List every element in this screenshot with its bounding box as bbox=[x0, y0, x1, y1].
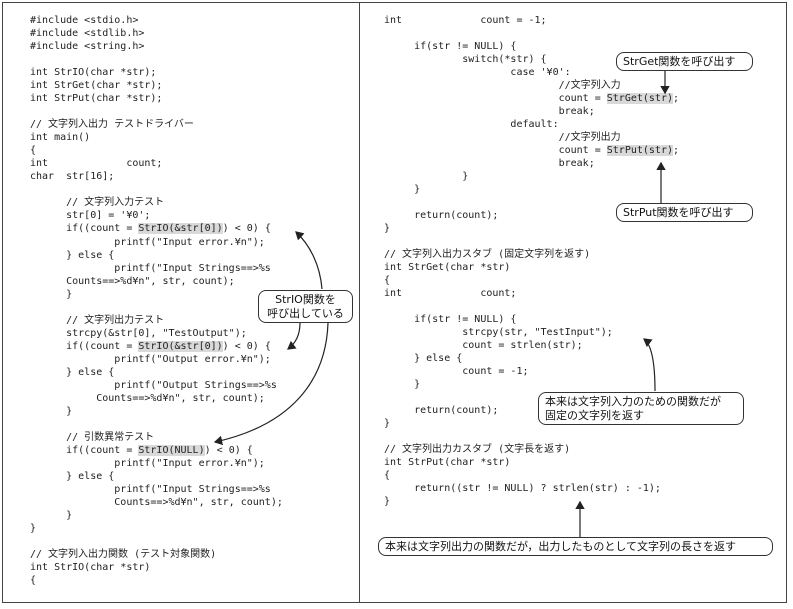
code-line: int StrGet(char *str) bbox=[384, 262, 511, 273]
code-line: int main() bbox=[30, 132, 91, 144]
callout-strput-call: StrPut関数を呼び出す bbox=[616, 203, 753, 222]
code-line: } else { bbox=[30, 366, 115, 378]
code-line: int count = -1; bbox=[384, 15, 547, 26]
code-line: Counts==>%d¥n", str, count); bbox=[30, 392, 265, 404]
code-line: if((count = StrIO(&str[0])) < 0) { bbox=[30, 340, 271, 352]
code-line: } else { bbox=[384, 353, 463, 364]
code-line: } bbox=[30, 288, 73, 300]
code-line: strcpy(&str[0], "TestOutput"); bbox=[30, 327, 247, 339]
code-line: case '¥0': bbox=[384, 67, 571, 78]
code-line: } bbox=[384, 496, 391, 507]
code-line: printf("Input error.¥n"); bbox=[30, 458, 265, 470]
code-line: #include <string.h> bbox=[30, 41, 145, 53]
code-line: int StrIO(char *str); bbox=[30, 67, 157, 79]
code-line: printf("Output Strings==>%s bbox=[30, 379, 277, 391]
figure-frame bbox=[2, 2, 787, 603]
callout-strget-note: 本来は文字列入力のための関数だが 固定の文字列を返す bbox=[538, 392, 744, 425]
code-line: //文字列出力 bbox=[384, 132, 621, 143]
callout-strget-call: StrGet関数を呼び出す bbox=[616, 52, 753, 71]
code-line: // 文字列入力テスト bbox=[30, 197, 165, 209]
code-line: default: bbox=[384, 119, 559, 130]
code-line: return(count); bbox=[384, 405, 499, 416]
code-line: #include <stdlib.h> bbox=[30, 28, 145, 40]
code-line: if((count = StrIO(NULL)) < 0) { bbox=[30, 444, 253, 456]
code-line: // 文字列入出力スタブ (固定文字列を返す) bbox=[384, 249, 591, 260]
code-line: int StrGet(char *str); bbox=[30, 80, 163, 92]
code-line: { bbox=[30, 575, 37, 587]
code-line: } bbox=[384, 418, 391, 429]
callout-strput-note: 本来は文字列出力の関数だが，出力したものとして文字列の長さを返す bbox=[378, 537, 773, 556]
arrow-strio-call-3 bbox=[213, 322, 329, 446]
code-line: count = StrGet(str); bbox=[384, 93, 680, 104]
code-line: { bbox=[384, 470, 391, 481]
code-line: count = -1; bbox=[384, 366, 529, 377]
arrow-strio-call-2 bbox=[287, 322, 301, 350]
code-line: str[0] = '¥0'; bbox=[30, 210, 151, 222]
code-line: } bbox=[30, 405, 73, 417]
code-line: int count; bbox=[384, 288, 517, 299]
code-line: printf("Input Strings==>%s bbox=[30, 262, 271, 274]
highlighted-call: StrIO(&str[0]) bbox=[138, 223, 223, 235]
code-line: printf("Input error.¥n"); bbox=[30, 236, 265, 248]
code-line: count = strlen(str); bbox=[384, 340, 583, 351]
code-line: #include <stdio.h> bbox=[30, 15, 139, 26]
code-line: if((count = StrIO(&str[0])) < 0) { bbox=[30, 223, 271, 235]
code-line: //文字列入力 bbox=[384, 80, 621, 91]
code-line: int StrPut(char *str) bbox=[384, 457, 511, 468]
code-line: int StrPut(char *str); bbox=[30, 93, 163, 105]
callout-strio-calling: StrIO関数を 呼び出している bbox=[258, 290, 353, 323]
code-line: } bbox=[30, 523, 37, 535]
code-line: { bbox=[30, 145, 37, 157]
code-line: return((str != NULL) ? strlen(str) : -1)… bbox=[384, 483, 661, 494]
code-line: // 文字列出力テスト bbox=[30, 314, 165, 326]
highlighted-call: StrIO(NULL) bbox=[138, 444, 205, 456]
code-line: int StrIO(char *str) bbox=[30, 562, 151, 574]
code-line: // 文字列入出力関数 (テスト対象関数) bbox=[30, 549, 217, 561]
code-line: Counts==>%d¥n", str, count); bbox=[30, 497, 283, 509]
code-line: if(str != NULL) { bbox=[384, 314, 517, 325]
code-line: int count; bbox=[30, 158, 163, 170]
code-line: } bbox=[384, 223, 391, 234]
code-line: } bbox=[384, 171, 469, 182]
code-line: // 文字列出力カスタブ (文字長を返す) bbox=[384, 444, 571, 455]
code-line: Counts==>%d¥n", str, count); bbox=[30, 275, 235, 287]
code-line: count = StrPut(str); bbox=[384, 145, 680, 156]
code-line: { bbox=[384, 275, 391, 286]
code-line: } else { bbox=[30, 249, 115, 261]
code-line: } else { bbox=[30, 471, 115, 483]
highlighted-call: StrPut(str) bbox=[606, 145, 673, 156]
code-line: printf("Input Strings==>%s bbox=[30, 484, 271, 496]
code-line: switch(*str) { bbox=[384, 54, 547, 65]
code-line: // 引数異常テスト bbox=[30, 431, 155, 443]
arrow-strget-note bbox=[643, 338, 656, 392]
code-line: strcpy(str, "TestInput"); bbox=[384, 327, 613, 338]
code-line: // 文字列入出力 テストドライバー bbox=[30, 119, 194, 131]
column-divider bbox=[359, 2, 360, 603]
highlighted-call: StrGet(str) bbox=[606, 93, 673, 104]
code-line: } bbox=[384, 184, 421, 195]
code-line: printf("Output error.¥n"); bbox=[30, 353, 271, 365]
arrow-strio-call-1 bbox=[295, 231, 323, 290]
code-line: if(str != NULL) { bbox=[384, 41, 517, 52]
code-line: break; bbox=[384, 158, 595, 169]
code-line: } bbox=[30, 510, 73, 522]
highlighted-call: StrIO(&str[0]) bbox=[138, 340, 223, 352]
code-line: return(count); bbox=[384, 210, 499, 221]
code-line: char str[16]; bbox=[30, 171, 115, 183]
code-line: } bbox=[384, 379, 421, 390]
code-line: break; bbox=[384, 106, 595, 117]
